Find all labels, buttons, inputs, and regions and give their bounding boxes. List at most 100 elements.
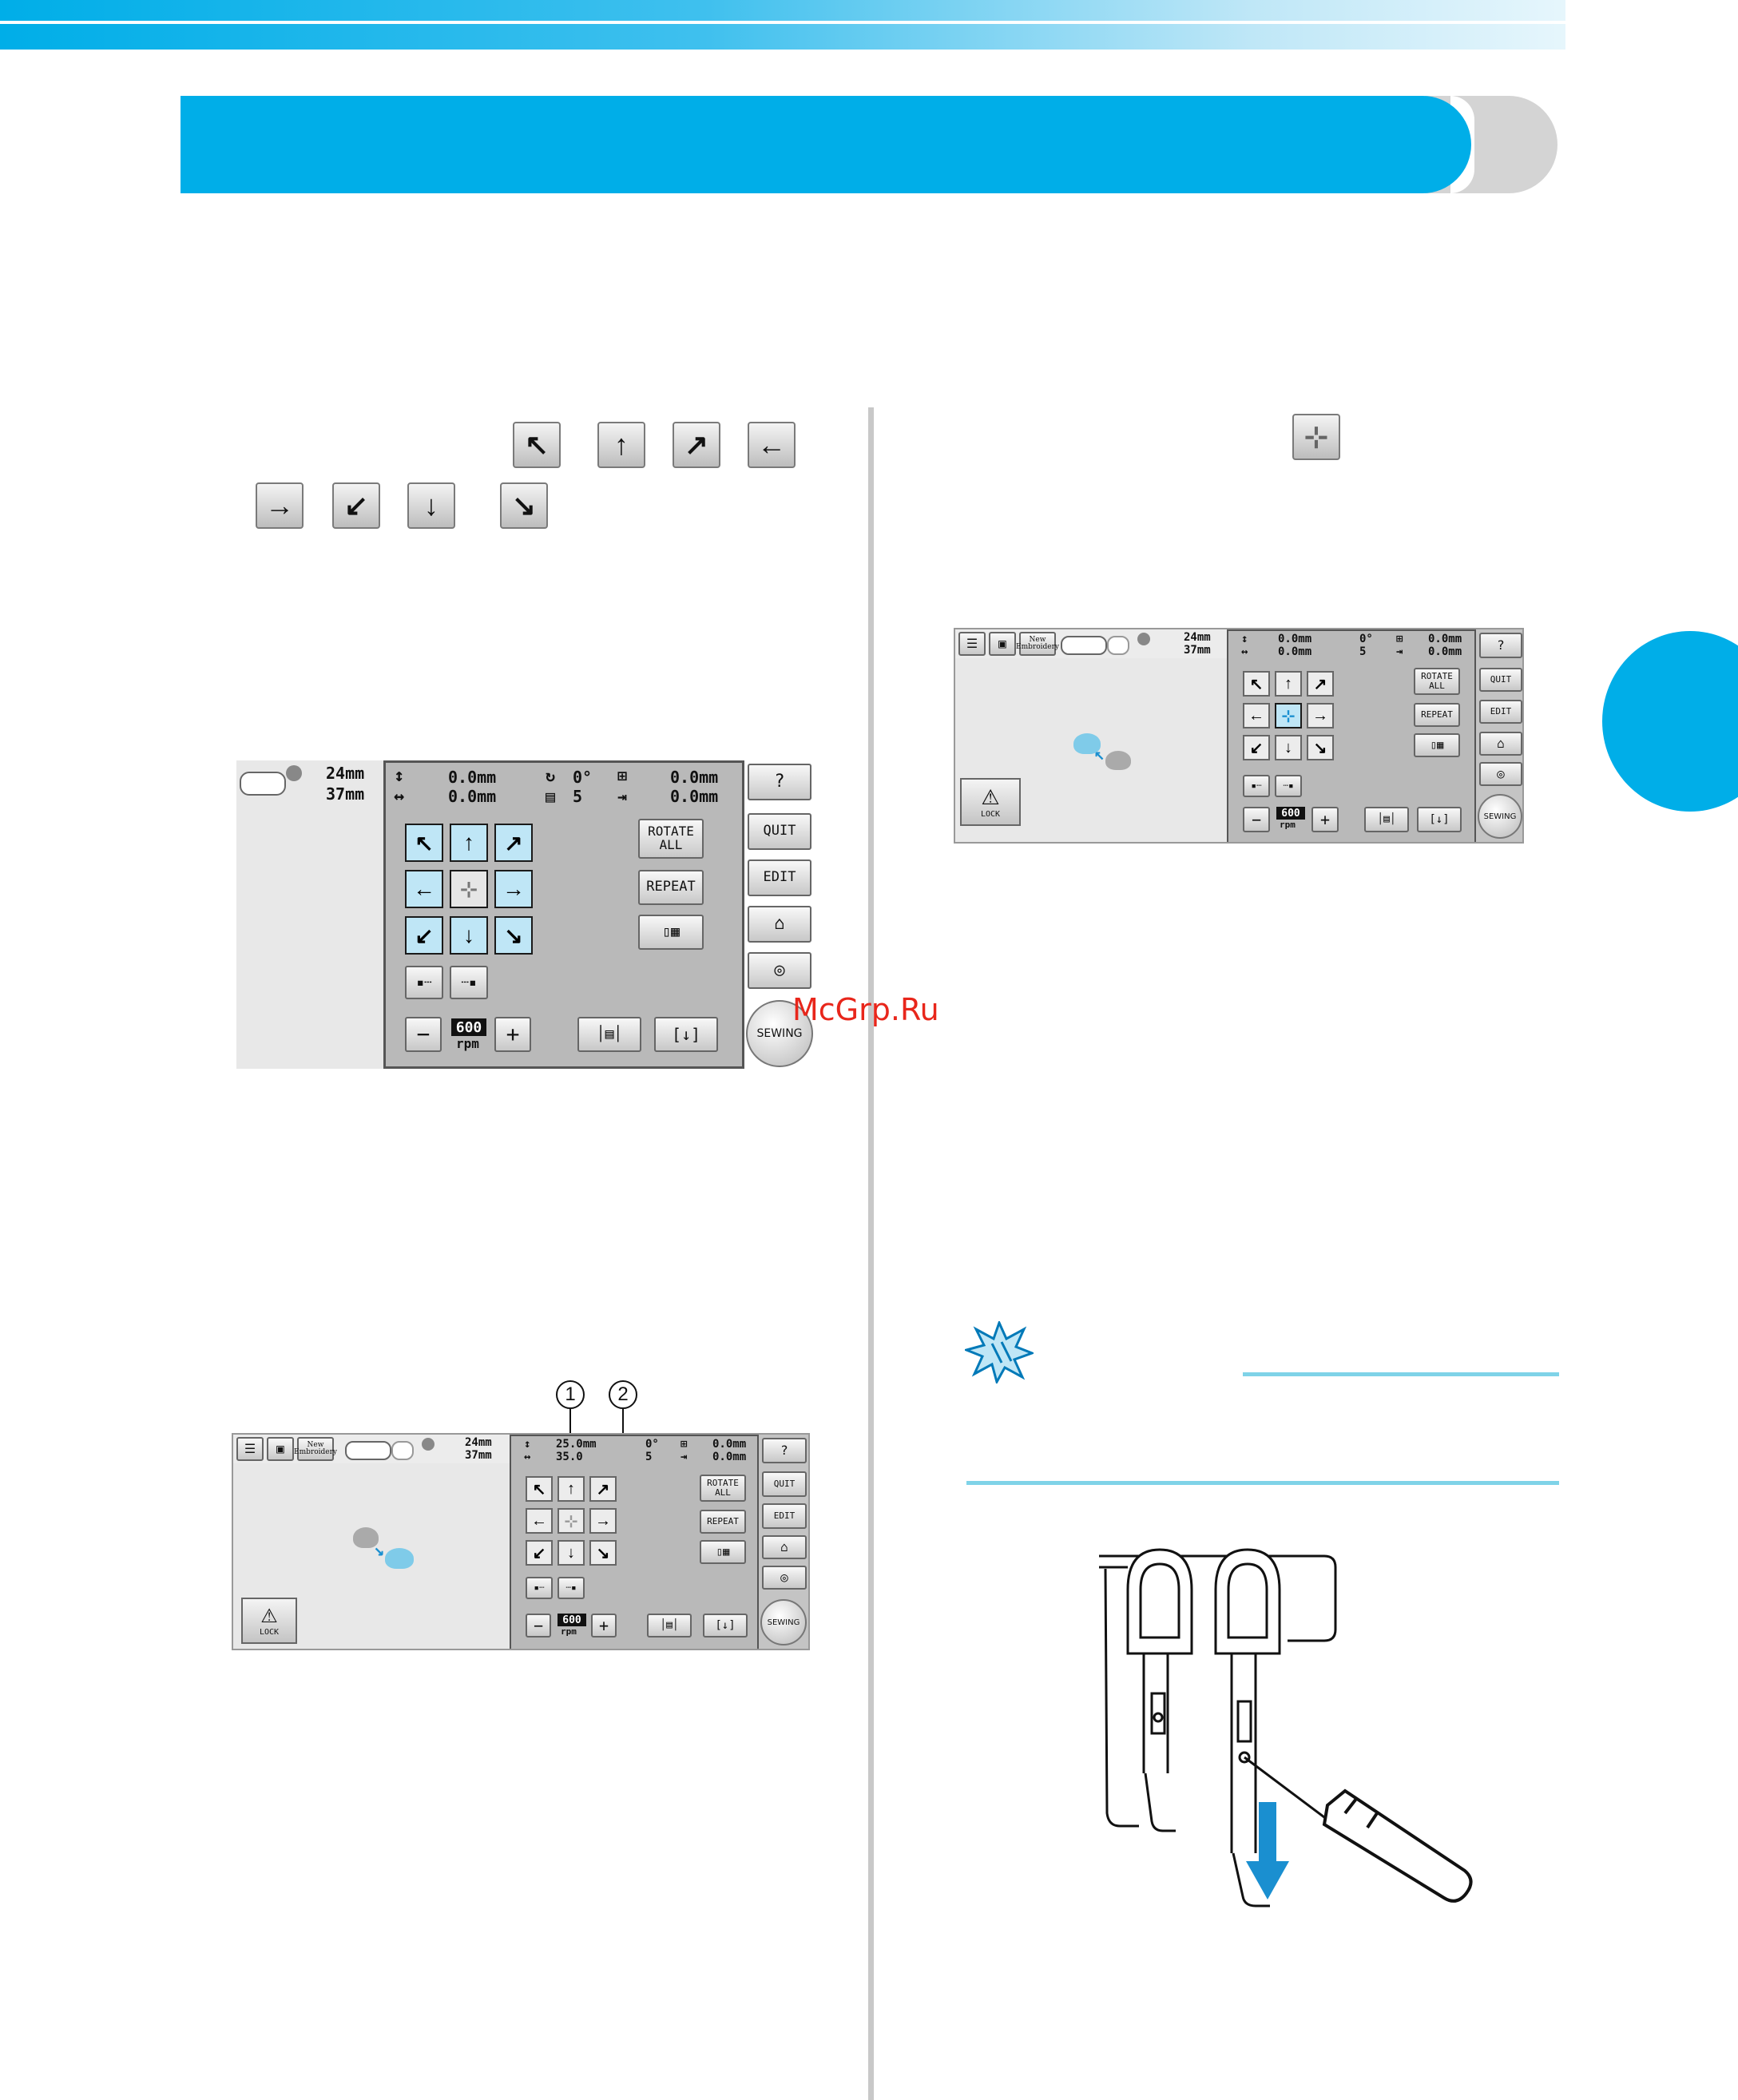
- quit-button[interactable]: QUIT: [748, 813, 811, 850]
- repeat-button[interactable]: REPEAT: [638, 870, 704, 905]
- repeat-button[interactable]: REPEAT: [1414, 703, 1460, 727]
- move-right-button[interactable]: →: [494, 870, 533, 908]
- pattern-moved-position-icon: [1073, 733, 1101, 754]
- move-direction-arrow-icon: ↖: [1094, 744, 1105, 764]
- rotation-angle: 0°: [645, 1438, 659, 1451]
- hoop-select-button[interactable]: ⌂: [762, 1535, 807, 1559]
- pattern-size-icon: [286, 765, 302, 781]
- layout-grid-button[interactable]: ▯▦: [700, 1540, 746, 1564]
- rotate-all-button[interactable]: ROTATE ALL: [700, 1475, 746, 1502]
- rotation-angle: 0°: [1359, 633, 1373, 645]
- needle-view-button[interactable]: │▤│: [1364, 807, 1409, 832]
- move-down-right-button[interactable]: ↘: [589, 1540, 617, 1566]
- new-embroidery-button[interactable]: New Embroidery: [1016, 632, 1059, 656]
- sewing-button[interactable]: SEWING: [746, 1000, 813, 1067]
- rotate-all-button[interactable]: ROTATE ALL: [638, 819, 704, 859]
- machine-icon[interactable]: ▣: [989, 632, 1016, 656]
- move-down-button[interactable]: ↓: [450, 916, 488, 955]
- color-count: 5: [573, 787, 583, 806]
- sewing-button[interactable]: SEWING: [760, 1599, 807, 1645]
- right-sidebar: ? QUIT EDIT ⌂ ◎ SEWING: [759, 1435, 808, 1649]
- new-embroidery-button[interactable]: New Embroidery: [294, 1437, 337, 1461]
- move-up-left-button[interactable]: ↖: [1243, 671, 1270, 697]
- lock-label: LOCK: [259, 1628, 280, 1637]
- quit-button[interactable]: QUIT: [762, 1471, 807, 1497]
- speed-minus-button[interactable]: −: [405, 1017, 442, 1052]
- move-left-button[interactable]: ←: [526, 1508, 553, 1534]
- list-icon[interactable]: ☰: [236, 1437, 264, 1461]
- machine-icon[interactable]: ▣: [267, 1437, 294, 1461]
- speed-plus-button[interactable]: +: [494, 1017, 531, 1052]
- help-button[interactable]: ?: [762, 1438, 807, 1463]
- layout-grid-button[interactable]: ▯▦: [638, 915, 704, 950]
- speed-minus-button[interactable]: −: [526, 1614, 551, 1638]
- speed-value: 600: [1276, 807, 1305, 820]
- move-down-right-button[interactable]: ↘: [494, 916, 533, 955]
- callout-2: 2: [609, 1380, 637, 1409]
- speed-plus-button[interactable]: +: [591, 1614, 617, 1638]
- column-divider: [868, 407, 874, 2100]
- move-up-left-button[interactable]: ↖: [405, 824, 443, 862]
- quit-button[interactable]: QUIT: [1479, 668, 1522, 692]
- trial-area-button[interactable]: [↓]: [703, 1614, 748, 1638]
- border-left-button[interactable]: ▪┄: [405, 966, 443, 999]
- move-up-right-button[interactable]: ↗: [1307, 671, 1334, 697]
- move-up-button[interactable]: ↑: [450, 824, 488, 862]
- hoop-select-button[interactable]: ⌂: [1479, 732, 1522, 756]
- move-down-button[interactable]: ↓: [1275, 735, 1302, 760]
- sewing-button[interactable]: SEWING: [1478, 794, 1522, 839]
- move-up-button[interactable]: ↑: [558, 1476, 585, 1502]
- move-right-button[interactable]: →: [589, 1508, 617, 1534]
- move-center-button[interactable]: ⊹: [1275, 703, 1302, 728]
- needle-view-button[interactable]: │▤│: [647, 1614, 692, 1638]
- section-title-bar: [181, 96, 1471, 193]
- needle-view-button[interactable]: │▤│: [577, 1017, 641, 1052]
- up-right-arrow-key-icon: ↗: [673, 422, 720, 468]
- edit-button[interactable]: EDIT: [748, 859, 811, 896]
- rotate-all-button[interactable]: ROTATE ALL: [1414, 668, 1460, 695]
- speed-minus-button[interactable]: −: [1243, 807, 1270, 832]
- move-left-button[interactable]: ←: [405, 870, 443, 908]
- lock-button[interactable]: ⚠ LOCK: [960, 778, 1021, 826]
- help-button[interactable]: ?: [1479, 633, 1522, 658]
- pattern-size-icon: [422, 1438, 434, 1451]
- pattern-view-button[interactable]: ◎: [748, 952, 811, 989]
- speed-plus-button[interactable]: +: [1311, 807, 1339, 832]
- move-down-left-button[interactable]: ↙: [526, 1540, 553, 1566]
- border-right-button[interactable]: ┄▪: [450, 966, 488, 999]
- edit-button[interactable]: EDIT: [762, 1503, 807, 1529]
- trial-area-button[interactable]: [↓]: [1417, 807, 1462, 832]
- hoop-select-button[interactable]: ⌂: [748, 906, 811, 943]
- move-center-button[interactable]: ⊹: [558, 1508, 585, 1534]
- move-up-left-button[interactable]: ↖: [526, 1476, 553, 1502]
- lock-button[interactable]: ⚠ LOCK: [241, 1598, 297, 1644]
- move-down-left-button[interactable]: ↙: [1243, 735, 1270, 760]
- move-down-left-button[interactable]: ↙: [405, 916, 443, 955]
- pattern-view-button[interactable]: ◎: [1479, 762, 1522, 786]
- border-right-button[interactable]: ┄▪: [558, 1577, 585, 1599]
- list-icon[interactable]: ☰: [958, 632, 986, 656]
- note-footer-line: [966, 1481, 1559, 1485]
- move-center-button[interactable]: ⊹: [450, 870, 488, 908]
- border-left-button[interactable]: ▪┄: [526, 1577, 553, 1599]
- trial-area-button[interactable]: [↓]: [654, 1017, 718, 1052]
- layout-grid-button[interactable]: ▯▦: [1414, 733, 1460, 757]
- repeat-button[interactable]: REPEAT: [700, 1510, 746, 1534]
- pattern-display-area: 24mm 37mm: [236, 760, 384, 1069]
- edit-button[interactable]: EDIT: [1479, 700, 1522, 724]
- move-up-right-button[interactable]: ↗: [494, 824, 533, 862]
- move-up-right-button[interactable]: ↗: [589, 1476, 617, 1502]
- move-up-button[interactable]: ↑: [1275, 671, 1302, 697]
- border-left-button[interactable]: ▪┄: [1243, 775, 1270, 797]
- screen-c: ☰ ▣ New Embroidery 24mm 37mm ↖ ⚠ LOCK ↕ …: [954, 628, 1524, 844]
- move-down-right-button[interactable]: ↘: [1307, 735, 1334, 760]
- vertical-offset: 25.0mm: [556, 1438, 597, 1451]
- screen-b: ☰ ▣ New Embroidery 24mm 37mm ↘ ⚠ LOCK ↕ …: [232, 1433, 810, 1650]
- move-right-button[interactable]: →: [1307, 703, 1334, 728]
- needle-bar-screwdriver-illustration: [1099, 1548, 1473, 1907]
- move-left-button[interactable]: ←: [1243, 703, 1270, 728]
- border-right-button[interactable]: ┄▪: [1275, 775, 1302, 797]
- help-button[interactable]: ?: [748, 764, 811, 800]
- pattern-view-button[interactable]: ◎: [762, 1566, 807, 1590]
- move-down-button[interactable]: ↓: [558, 1540, 585, 1566]
